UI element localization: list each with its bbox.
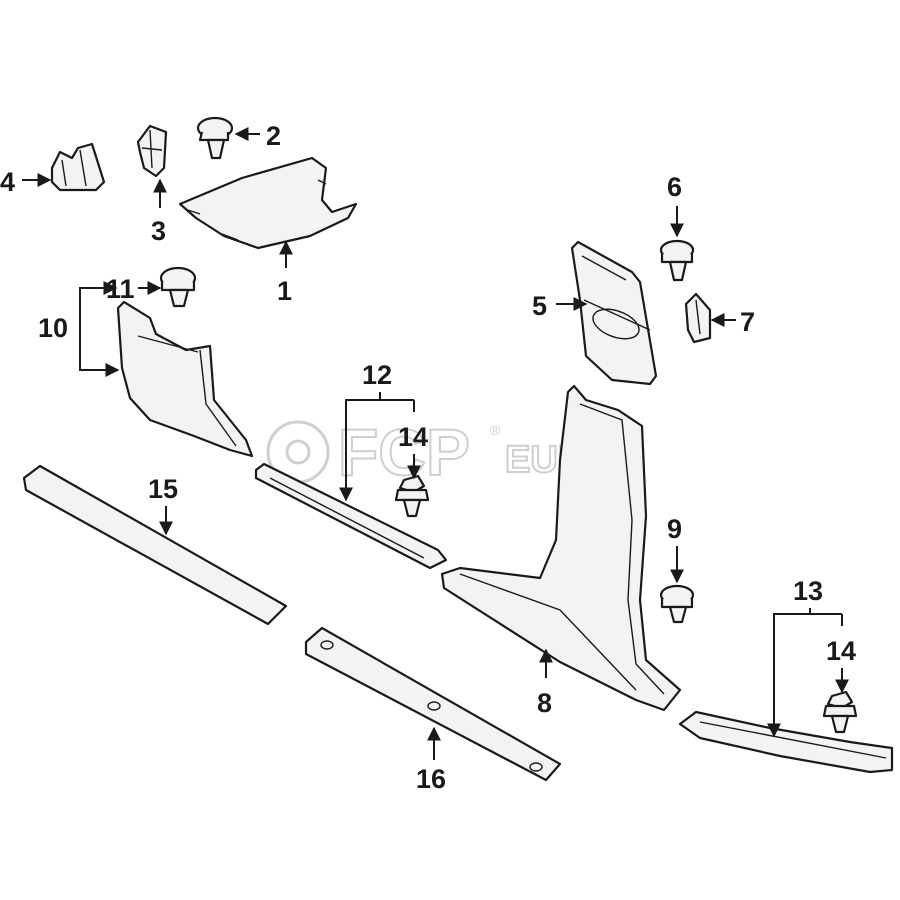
leader-lines xyxy=(22,127,849,760)
callout-14-a: 14 xyxy=(398,422,428,452)
callout-6: 6 xyxy=(667,172,682,202)
part-2-push-clip xyxy=(196,116,234,160)
part-13-rear-sill-trim xyxy=(678,710,894,774)
part-10-kick-panel xyxy=(116,300,254,458)
watermark-brand: FCP xyxy=(338,415,470,489)
callout-7: 7 xyxy=(740,307,755,337)
part-11-push-clip xyxy=(159,266,197,308)
callout-15: 15 xyxy=(148,474,178,504)
callout-9: 9 xyxy=(667,514,682,544)
callout-14-c: 14 xyxy=(826,636,856,666)
part-5-pillar-upper-trim xyxy=(570,240,658,386)
part-15-foam-strip xyxy=(22,464,288,626)
part-3-bracket xyxy=(136,124,168,178)
watermark-registered: ® xyxy=(490,422,501,438)
callout-5: 5 xyxy=(532,291,547,321)
part-4-retainer-clip xyxy=(50,142,106,192)
callout-numbers: 1 2 3 4 5 6 7 8 9 10 11 12 13 14 14 15 1… xyxy=(0,121,856,794)
callout-1: 1 xyxy=(277,276,292,306)
part-6-push-clip xyxy=(659,239,695,282)
part-9-push-clip xyxy=(659,584,695,624)
callout-8: 8 xyxy=(537,688,552,718)
part-14-clip-c xyxy=(822,690,858,734)
callout-3: 3 xyxy=(151,216,166,246)
part-16-insulator-strip xyxy=(304,626,562,782)
callout-2: 2 xyxy=(266,121,281,151)
part-8-pillar-lower-trim xyxy=(440,384,682,712)
part-12-sill-plate xyxy=(254,462,448,570)
callout-10: 10 xyxy=(38,313,68,343)
part-7-clip xyxy=(684,292,712,344)
callout-12: 12 xyxy=(362,360,392,390)
callout-4: 4 xyxy=(0,167,15,197)
callout-13: 13 xyxy=(793,576,823,606)
callout-11: 11 xyxy=(106,274,135,304)
callout-16: 16 xyxy=(416,764,446,794)
part-14-clip-a xyxy=(394,474,430,518)
part-1-dash-trim-panel xyxy=(178,156,358,250)
